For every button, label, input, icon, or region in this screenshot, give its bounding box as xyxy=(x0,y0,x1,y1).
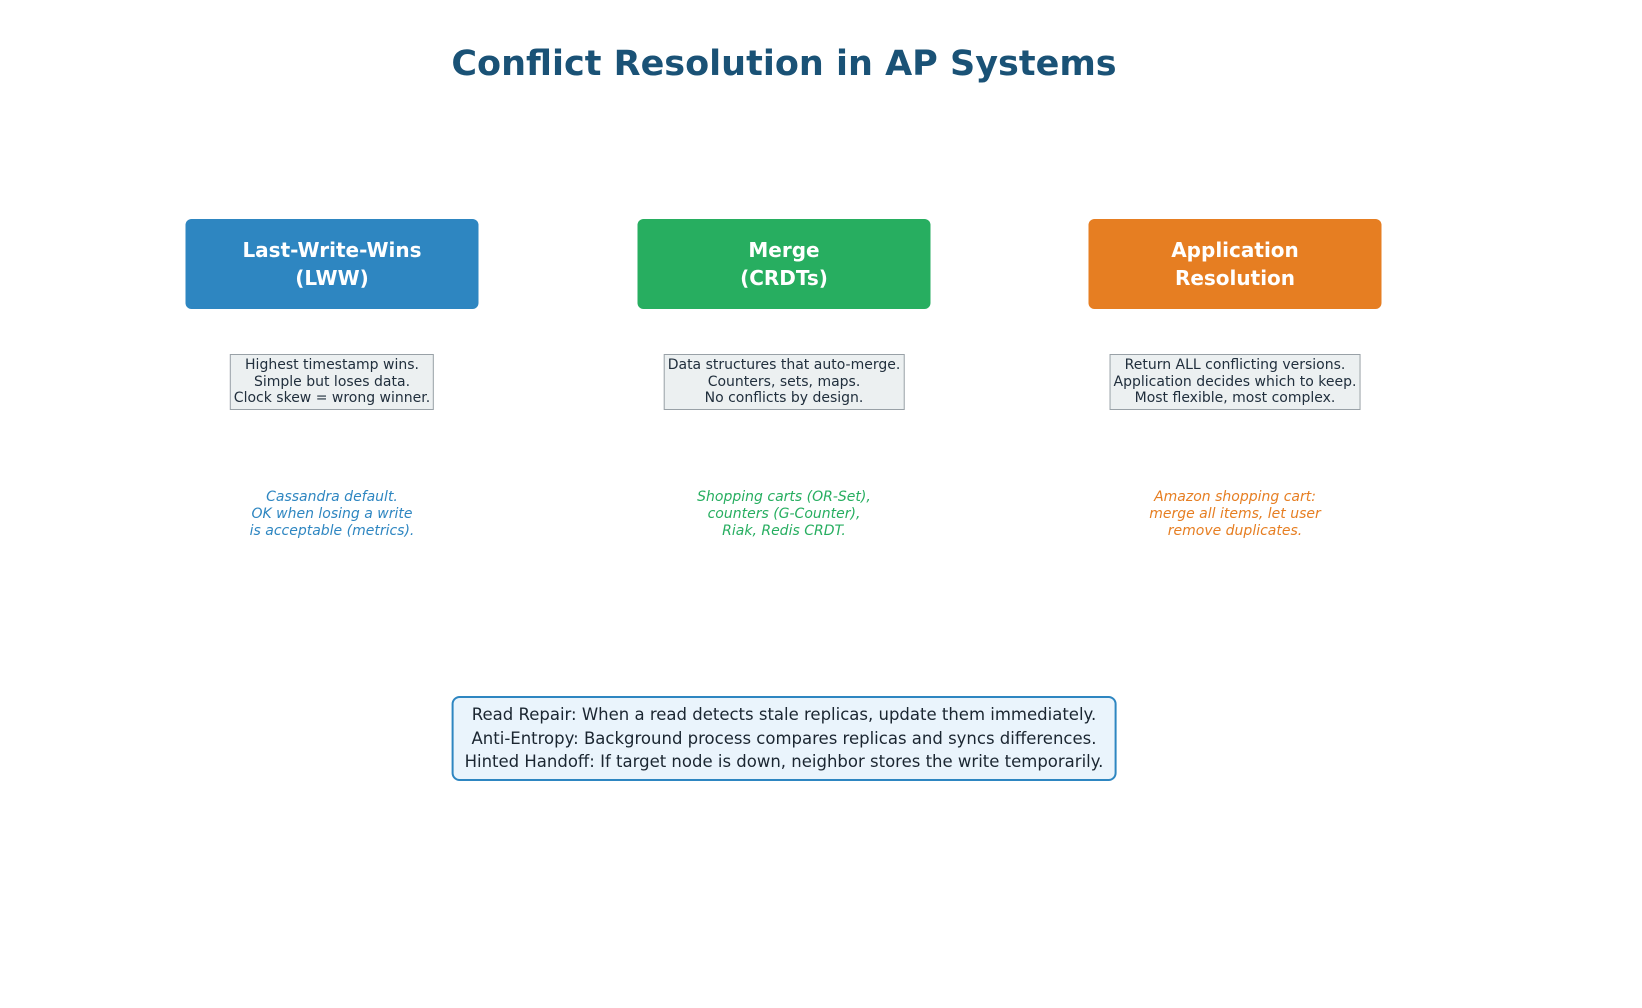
column-last-write-wins: Last-Write-Wins (LWW) Highest timestamp … xyxy=(172,0,492,1008)
app-resolution-description-line: Return ALL conflicting versions. xyxy=(1124,357,1346,373)
lww-description-line: Highest timestamp wins. xyxy=(245,357,419,373)
repair-mechanisms-notes-box: Read Repair: When a read detects stale r… xyxy=(451,696,1117,781)
lww-example-text: Cassandra default. OK when losing a writ… xyxy=(172,489,492,540)
lww-example-line: Cassandra default. xyxy=(266,489,398,505)
app-resolution-description-line: Application decides which to keep. xyxy=(1113,373,1357,390)
app-resolution-header-line: Application xyxy=(1171,238,1299,262)
lww-description-line: Clock skew = wrong winner. xyxy=(233,390,431,406)
hinted-handoff-note: Hinted Handoff: If target node is down, … xyxy=(464,752,1104,771)
diagram-title: Conflict Resolution in AP Systems xyxy=(451,44,1117,84)
crdt-description-line: Data structures that auto-merge. xyxy=(667,357,901,373)
app-resolution-description-line: Most flexible, most complex. xyxy=(1134,390,1336,406)
column-application-resolution: Application Resolution Return ALL confli… xyxy=(1075,0,1395,1008)
app-resolution-description-box: Return ALL conflicting versions. Applica… xyxy=(1109,354,1361,410)
crdt-example-line: Shopping carts (OR-Set), xyxy=(697,489,871,505)
app-resolution-header-line: Resolution xyxy=(1174,266,1296,290)
lww-header-box: Last-Write-Wins (LWW) xyxy=(185,219,479,309)
lww-example-line: is acceptable (metrics). xyxy=(249,523,415,539)
crdt-example-line: Riak, Redis CRDT. xyxy=(722,523,846,539)
lww-header-line: Last-Write-Wins xyxy=(242,238,422,262)
lww-header-line: (LWW) xyxy=(295,266,369,290)
crdt-example-text: Shopping carts (OR-Set), counters (G-Cou… xyxy=(624,489,944,540)
app-resolution-example-line: merge all items, let user xyxy=(1149,506,1321,522)
app-resolution-example-text: Amazon shopping cart: merge all items, l… xyxy=(1075,489,1395,540)
app-resolution-header-box: Application Resolution xyxy=(1088,219,1382,309)
crdt-header-line: (CRDTs) xyxy=(740,266,828,290)
lww-description-box: Highest timestamp wins. Simple but loses… xyxy=(229,354,435,410)
anti-entropy-note: Anti-Entropy: Background process compare… xyxy=(471,728,1097,748)
app-resolution-example-line: remove duplicates. xyxy=(1167,523,1303,539)
crdt-header-box: Merge (CRDTs) xyxy=(637,219,931,309)
crdt-example-line: counters (G-Counter), xyxy=(707,506,861,522)
lww-description-line: Simple but loses data. xyxy=(253,373,411,390)
column-merge-crdts: Merge (CRDTs) Data structures that auto-… xyxy=(624,0,944,1008)
lww-example-line: OK when losing a write xyxy=(251,506,413,522)
crdt-description-line: No conflicts by design. xyxy=(704,390,864,406)
crdt-description-line: Counters, sets, maps. xyxy=(707,373,861,390)
crdt-description-box: Data structures that auto-merge. Counter… xyxy=(663,354,905,410)
crdt-header-line: Merge xyxy=(748,238,820,262)
app-resolution-example-line: Amazon shopping cart: xyxy=(1154,489,1316,505)
read-repair-note: Read Repair: When a read detects stale r… xyxy=(471,705,1097,724)
